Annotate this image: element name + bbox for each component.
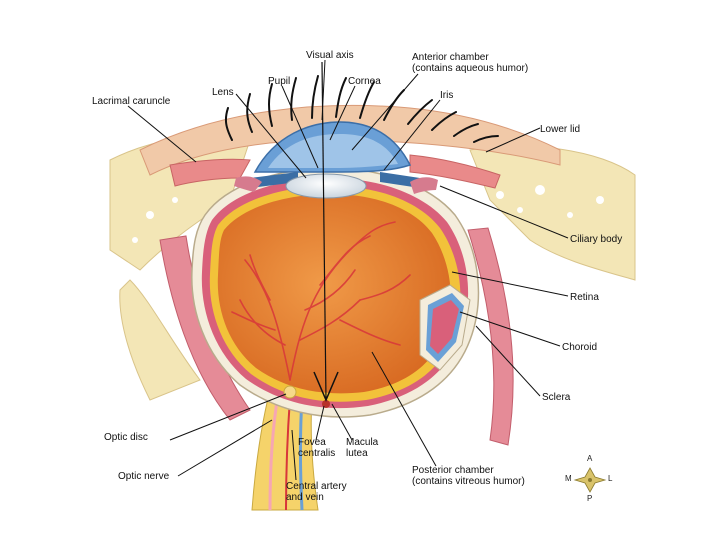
compass-label-posterior: P xyxy=(587,494,593,503)
compass-label-anterior: A xyxy=(587,454,593,463)
label-sclera: Sclera xyxy=(542,392,571,403)
ciliary-body xyxy=(234,176,438,194)
compass-label-medial: M xyxy=(565,474,572,483)
label-ciliary-body: Ciliary body xyxy=(570,234,623,245)
compass-label-lateral: L xyxy=(608,474,613,483)
label-lacrimal-caruncle: Lacrimal caruncle xyxy=(92,96,171,107)
iris xyxy=(250,172,420,188)
label-posterior-chamber: Posterior chamber (contains vitreous hum… xyxy=(412,465,525,487)
label-optic-nerve: Optic nerve xyxy=(118,471,170,482)
eyelashes xyxy=(224,75,499,143)
label-central-artery: Central artery and vein xyxy=(286,481,347,503)
eyelid xyxy=(139,104,561,189)
lens xyxy=(285,173,367,199)
leader-lines xyxy=(127,59,569,481)
label-iris: Iris xyxy=(440,90,454,101)
optic-disc xyxy=(283,385,297,399)
label-pupil: Pupil xyxy=(268,76,291,87)
label-fovea-centralis: Fovea centralis xyxy=(298,437,336,459)
label-choroid: Choroid xyxy=(562,342,598,353)
retinal-vessels xyxy=(231,221,411,381)
label-optic-disc: Optic disc xyxy=(104,432,148,443)
label-cornea: Cornea xyxy=(348,76,381,87)
label-lower-lid: Lower lid xyxy=(540,124,581,135)
visual-axis xyxy=(313,61,339,402)
label-anterior-chamber: Anterior chamber (contains aqueous humor… xyxy=(412,52,529,74)
anterior-chamber xyxy=(268,134,398,168)
label-lens: Lens xyxy=(212,87,234,98)
orientation-compass xyxy=(573,467,607,493)
label-retina: Retina xyxy=(570,292,599,303)
label-macula-lutea: Macula lutea xyxy=(346,437,379,459)
label-visual-axis: Visual axis xyxy=(306,50,354,61)
